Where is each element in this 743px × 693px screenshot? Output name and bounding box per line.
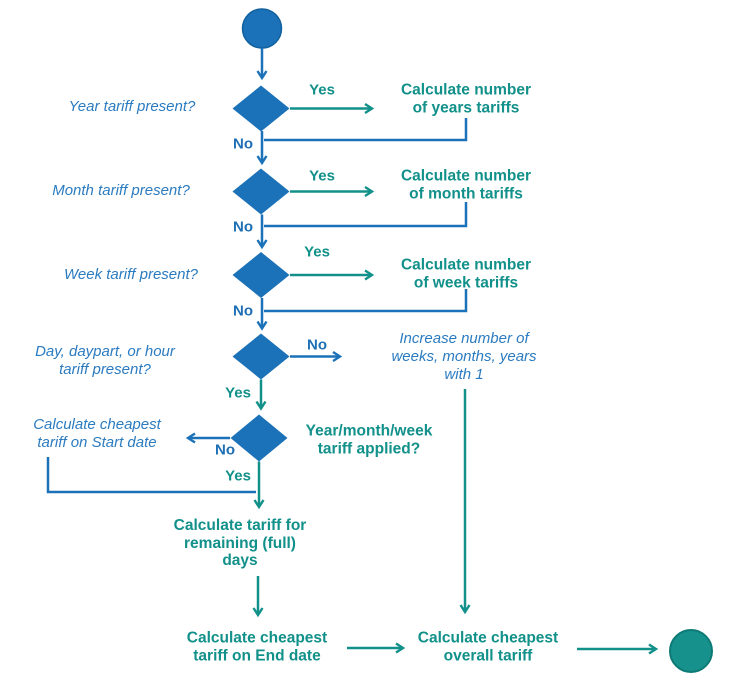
question-day-tariff: Day, daypart, or hour tariff present?	[35, 343, 175, 378]
edge-label-month-yes: Yes	[309, 167, 335, 185]
decision-applied-diamond	[230, 414, 288, 462]
action-number-months: Calculate number of month tariffs	[400, 167, 532, 203]
question-applied-tariff: Year/month/week tariff applied?	[305, 422, 433, 458]
edge-label-week-no: No	[233, 302, 253, 320]
question-week-tariff: Week tariff present?	[64, 266, 198, 283]
decision-year-diamond	[232, 85, 290, 132]
action-number-weeks: Calculate number of week tariffs	[400, 256, 532, 292]
end-node	[669, 629, 713, 673]
edge-label-year-yes: Yes	[309, 81, 335, 99]
return-weeks-action	[264, 289, 468, 313]
decision-day-diamond	[232, 333, 290, 380]
start-node	[241, 8, 283, 49]
question-month-tariff: Month tariff present?	[52, 182, 190, 199]
edge-label-applied-no: No	[215, 441, 235, 459]
edge-label-week-yes: Yes	[304, 243, 330, 261]
edge-label-month-no: No	[233, 218, 253, 236]
note-cheapest-start-date: Calculate cheapest tariff on Start date	[33, 416, 161, 451]
question-year-tariff: Year tariff present?	[68, 98, 196, 115]
process-cheapest-overall: Calculate cheapest overall tariff	[417, 629, 559, 665]
edge-label-day-yes: Yes	[225, 384, 251, 402]
process-remaining-days: Calculate tariff for remaining (full) da…	[173, 516, 307, 569]
return-months-action	[264, 202, 468, 228]
return-years-action	[264, 118, 468, 142]
decision-week-diamond	[232, 252, 290, 298]
process-cheapest-end-date: Calculate cheapest tariff on End date	[186, 629, 328, 665]
edge-label-day-no: No	[307, 336, 327, 354]
action-number-years: Calculate number of years tariffs	[400, 81, 532, 117]
note-increase-number: Increase number of weeks, months, years …	[391, 330, 537, 383]
edge-label-applied-yes: Yes	[225, 467, 251, 485]
decision-month-diamond	[232, 168, 290, 215]
edge-label-year-no: No	[233, 135, 253, 153]
return-start-date-action	[46, 457, 256, 494]
